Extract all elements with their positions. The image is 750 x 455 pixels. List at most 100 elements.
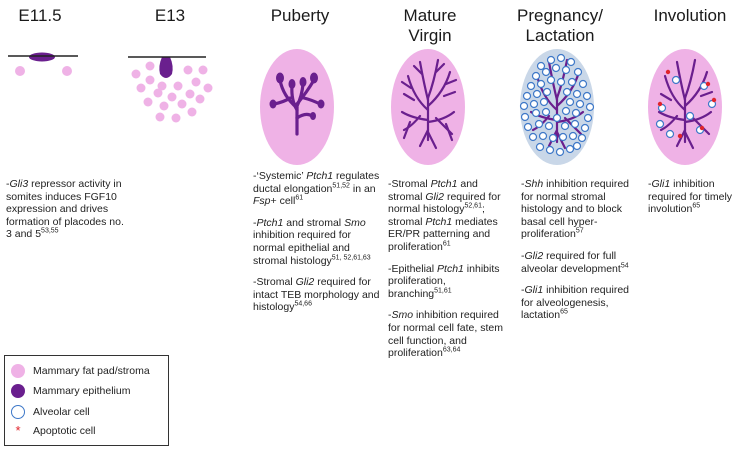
reference-superscript: 53,55 — [41, 227, 59, 235]
description-text: inhibition required for timely involutio… — [648, 178, 733, 216]
gene-name: Gli2 — [425, 190, 445, 203]
description-text: required for full alveolar development — [521, 249, 621, 275]
alveolar-cell — [655, 119, 665, 129]
desc-e115: -Gli3 repressor activity in somites indu… — [6, 178, 124, 250]
desc-involution: -Gli1 inhibition required for timely inv… — [648, 178, 748, 225]
description-text: -Stromal — [388, 178, 431, 190]
gene-name: Gli3 — [9, 178, 29, 190]
description-paragraph: -Stromal Gli2 required for intact TEB mo… — [253, 276, 380, 314]
gene-name: Ptch1 — [256, 216, 284, 229]
apoptotic-cell — [665, 69, 671, 75]
apoptotic-cell — [705, 81, 711, 87]
teb — [310, 72, 318, 84]
description-text: inhibition required for normal cell fate… — [388, 309, 503, 360]
teb — [299, 77, 307, 87]
gene-name: Ptch1 — [425, 215, 453, 228]
legend-label: Alveolar cell — [33, 406, 90, 418]
reference-superscript: 54 — [620, 262, 629, 270]
stage-title-line: Involution — [653, 6, 727, 25]
description-paragraph: -Ptch1 and stromal Smo inhibition requir… — [253, 217, 380, 267]
gene-name: Smo — [391, 309, 414, 322]
placode — [29, 52, 55, 62]
gene-name: Gli1 — [524, 284, 544, 297]
desc-mature-virgin: -Stromal Ptch1 and stromal Gli2 required… — [388, 178, 510, 369]
gene-name: Shh — [524, 178, 544, 190]
description-text: inhibition required for normal stromal h… — [521, 178, 629, 241]
stroma-cell — [143, 97, 153, 107]
description-paragraph: -Gli2 required for full alveolar develop… — [521, 250, 639, 275]
stage-title-pregnancy: Pregnancy/ Lactation — [505, 6, 615, 46]
stage-title-line: E11.5 — [18, 6, 62, 25]
description-text: inhibits proliferation, branching — [388, 262, 500, 300]
description-text: and stromal — [283, 216, 345, 229]
stroma-cell — [15, 66, 25, 76]
gene-name: Gli2 — [295, 276, 315, 289]
description-text: - — [521, 249, 525, 262]
stage-title-mature-virgin: Mature Virgin — [385, 6, 475, 46]
stroma-cell — [167, 92, 177, 102]
description-text: - — [521, 284, 525, 297]
description-text: -Epithelial — [388, 262, 438, 275]
description-text: required for normal histology — [388, 190, 501, 216]
description-paragraph: -Gli1 inhibition required for timely inv… — [648, 178, 748, 216]
description-paragraph: -Gli3 repressor activity in somites indu… — [6, 178, 124, 241]
description-text: ; stromal — [388, 203, 485, 228]
apoptotic-cell — [657, 101, 663, 107]
e115-illustration — [8, 52, 78, 76]
stage-title-e13: E13 — [140, 6, 200, 26]
reference-superscript: 51, 52,61,63 — [331, 254, 371, 262]
stage-title-line: Puberty — [270, 6, 330, 25]
reference-superscript: 65 — [560, 308, 568, 316]
reference-superscript: 51,61 — [434, 287, 452, 295]
gene-name: Ptch1 — [306, 170, 334, 182]
legend-label: Apoptotic cell — [33, 425, 96, 437]
stroma-cell — [177, 99, 187, 109]
stroma-cell — [185, 89, 195, 99]
description-text: - — [253, 216, 257, 229]
stroma-cell — [131, 69, 141, 79]
stage-title-line: E13 — [154, 6, 186, 25]
legend-item-apoptotic: * Apoptotic cell — [11, 424, 95, 438]
teb — [317, 99, 325, 109]
pregnancy-illustration — [519, 49, 595, 165]
red-asterisk-icon: * — [15, 423, 21, 438]
stroma-cell — [187, 107, 197, 117]
mature-virgin-illustration — [391, 49, 465, 165]
stage-title-involution: Involution — [640, 6, 740, 26]
gene-name: Gli2 — [524, 249, 544, 262]
puberty-illustration — [260, 49, 334, 165]
gene-name: Smo — [344, 216, 366, 229]
teb — [276, 72, 284, 84]
stroma-cell — [173, 81, 183, 91]
involution-illustration — [648, 49, 722, 165]
gene-name: Ptch1 — [437, 262, 464, 275]
description-text: in an — [349, 182, 376, 195]
description-text: and stromal — [388, 178, 478, 203]
description-text: inhibition required for normal epithelia… — [253, 229, 352, 267]
teb — [310, 112, 316, 120]
description-text: mediates ER/PR patterning and proliferat… — [388, 215, 498, 253]
stroma-cell — [136, 83, 146, 93]
gene-name: Fsp — [253, 195, 271, 208]
gland-illustrations — [8, 49, 722, 165]
reference-superscript: 54,66 — [294, 300, 312, 308]
description-paragraph: -Gli1 inhibition required for alveologen… — [521, 284, 639, 322]
gene-name: Ptch1 — [430, 178, 458, 190]
description-paragraph: -Stromal Ptch1 and stromal Gli2 required… — [388, 178, 510, 254]
description-text: - — [648, 178, 652, 190]
stroma-cell — [191, 77, 201, 87]
stroma-cell — [171, 113, 181, 123]
stroma-cell — [203, 83, 213, 93]
description-text: - — [388, 309, 392, 322]
stroma-cell — [145, 75, 155, 85]
stage-title-line: Pregnancy/ — [517, 6, 603, 25]
description-paragraph: -Epithelial Ptch1 inhibits proliferation… — [388, 263, 510, 301]
stage-title-puberty: Puberty — [255, 6, 345, 26]
pink-circle-icon — [11, 364, 25, 378]
stroma-cell — [157, 81, 167, 91]
legend-label: Mammary epithelium — [33, 385, 131, 397]
reference-superscript: 63,64 — [442, 346, 461, 354]
description-text: -‘Systemic’ — [253, 170, 307, 182]
gene-name: Gli1 — [651, 178, 671, 190]
description-text: - — [521, 178, 525, 190]
